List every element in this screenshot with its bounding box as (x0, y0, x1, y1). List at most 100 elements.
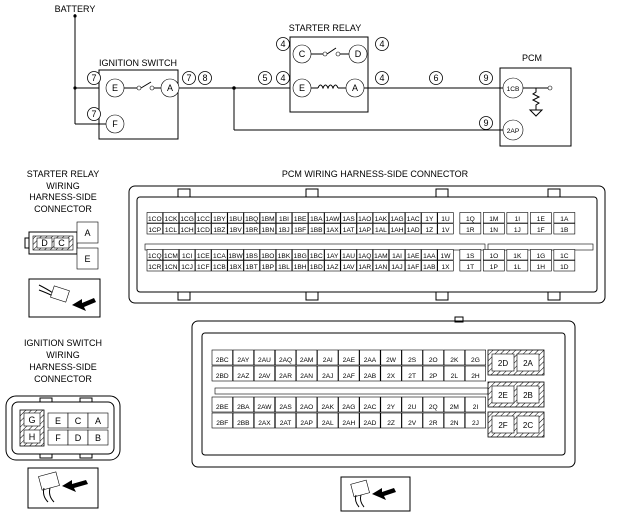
sr-conn-title-2: WIRING (46, 181, 80, 191)
pcm-pin-2Q: 2Q (422, 396, 444, 413)
pcm-pin-1L: 1L (506, 260, 529, 272)
pcm-pin-2AD: 2AD (359, 412, 381, 429)
sr-pin-a (76, 221, 99, 244)
svg-text:2AS: 2AS (279, 404, 292, 411)
ref-number-r9a: 9 (479, 71, 493, 85)
pcm-pin-2D: 2D (491, 353, 515, 372)
pcm-pin-1CA: 1CA (211, 249, 228, 261)
svg-text:1L: 1L (514, 264, 522, 271)
sr-pin-e (76, 247, 99, 270)
ig-connector-view-icon (27, 467, 99, 509)
pcm-pin-1AA: 1AA (421, 249, 438, 261)
pcm-pin-2F: 2F (491, 415, 515, 434)
pcm-pin-1BI: 1BI (275, 212, 293, 224)
svg-text:1CP: 1CP (148, 227, 161, 234)
svg-text:2AD: 2AD (364, 420, 377, 427)
svg-text:2AH: 2AH (342, 420, 355, 427)
svg-text:2AO: 2AO (300, 404, 313, 411)
pcm-pin-2BA: 2BA (232, 396, 254, 413)
pcm-pin-2K: 2K (443, 349, 465, 366)
svg-text:1I: 1I (515, 216, 521, 223)
svg-text:1S: 1S (466, 253, 475, 260)
ig-conn-title-3: HARNESS-SIDE (29, 362, 97, 372)
ig-pin-a-label: A (95, 416, 101, 426)
pcm-pin-2AY: 2AY (232, 349, 254, 366)
pcm-pin-2AX: 2AX (253, 412, 275, 429)
pcm-pin-2J: 2J (464, 412, 487, 429)
sr-connector-view-icon (28, 278, 101, 318)
svg-text:1CO: 1CO (148, 216, 162, 223)
svg-text:9: 9 (483, 118, 488, 128)
svg-text:1BH: 1BH (294, 264, 307, 271)
svg-text:1AN: 1AN (374, 264, 387, 271)
svg-text:1Q: 1Q (466, 216, 475, 223)
ref-number-r7b: 7 (87, 107, 101, 121)
svg-text:1CK: 1CK (165, 216, 178, 223)
svg-text:1BN: 1BN (261, 227, 274, 234)
pcm-pin-1R: 1R (459, 223, 482, 235)
svg-text:2D: 2D (498, 359, 508, 368)
svg-text:1CL: 1CL (165, 227, 177, 234)
svg-text:2AC: 2AC (364, 404, 377, 411)
sr-contact-right (335, 51, 341, 57)
svg-text:1CE: 1CE (197, 253, 210, 260)
svg-text:2L: 2L (451, 373, 459, 380)
pcm-pin-1CD: 1CD (195, 223, 212, 235)
svg-text:2AV: 2AV (258, 373, 271, 380)
svg-text:1X: 1X (441, 264, 450, 271)
svg-text:2BA: 2BA (237, 404, 250, 411)
pcm-pin-2S: 2S (401, 349, 423, 366)
svg-text:2AP: 2AP (300, 420, 313, 427)
pcm-pin-1CM: 1CM (162, 249, 180, 261)
svg-text:2AJ: 2AJ (322, 373, 333, 380)
ig-terminal-a-label: A (167, 83, 173, 93)
svg-text:1BT: 1BT (246, 264, 258, 271)
ig-terminal-e-label: E (112, 83, 118, 93)
svg-text:1T: 1T (466, 264, 474, 271)
pcm-pin-1BG: 1BG (292, 249, 309, 261)
svg-text:2AA: 2AA (364, 357, 377, 364)
pcm-pin-1X: 1X (437, 260, 454, 272)
pcm-lower-inner (201, 332, 566, 456)
pcm-pin-1S: 1S (459, 249, 482, 261)
pcm-pin-2AN: 2AN (296, 365, 318, 382)
svg-text:1AD: 1AD (407, 227, 420, 234)
pcm-pin-1BJ: 1BJ (275, 223, 293, 235)
svg-text:2A: 2A (523, 359, 533, 368)
pcm-pin-1CO: 1CO (146, 212, 163, 224)
starter-relay-connector: STARTER RELAY WIRING HARNESS-SIDE CONNEC… (24, 169, 101, 318)
ig-pin-b (87, 429, 109, 446)
pcm-pin-2AI: 2AI (317, 349, 339, 366)
svg-text:1AZ: 1AZ (326, 264, 338, 271)
svg-text:1BF: 1BF (294, 227, 306, 234)
pcm-pin-1BT: 1BT (243, 260, 260, 272)
pcm-pin-1BZ: 1BZ (211, 223, 228, 235)
ignition-switch-box (98, 69, 179, 140)
ig-pin-a (87, 412, 109, 429)
sr-terminal-e-label: E (299, 83, 305, 93)
pcm-pin-2AG: 2AG (338, 396, 360, 413)
svg-text:2R: 2R (429, 420, 438, 427)
pcm-pin-1O: 1O (483, 249, 505, 261)
svg-text:2E: 2E (498, 391, 508, 400)
svg-text:1CM: 1CM (164, 253, 178, 260)
battery-node (73, 14, 77, 18)
pcm-connector-view-icon (340, 476, 411, 512)
svg-text:1BV: 1BV (229, 227, 242, 234)
pcm-pin-1CG: 1CG (179, 212, 196, 224)
pcm-pin-1P: 1P (483, 260, 505, 272)
svg-text:2Q: 2Q (429, 404, 438, 411)
svg-text:2AQ: 2AQ (279, 357, 292, 364)
pcm-label: PCM (522, 53, 542, 63)
pcm-pin-2AO: 2AO (296, 396, 318, 413)
svg-text:9: 9 (483, 73, 488, 83)
svg-text:1BX: 1BX (229, 264, 242, 271)
svg-text:1BG: 1BG (294, 253, 307, 260)
pcm-pin-1BQ: 1BQ (243, 212, 260, 224)
svg-text:7: 7 (186, 73, 191, 83)
pcm-pin-1AD: 1AD (405, 223, 422, 235)
